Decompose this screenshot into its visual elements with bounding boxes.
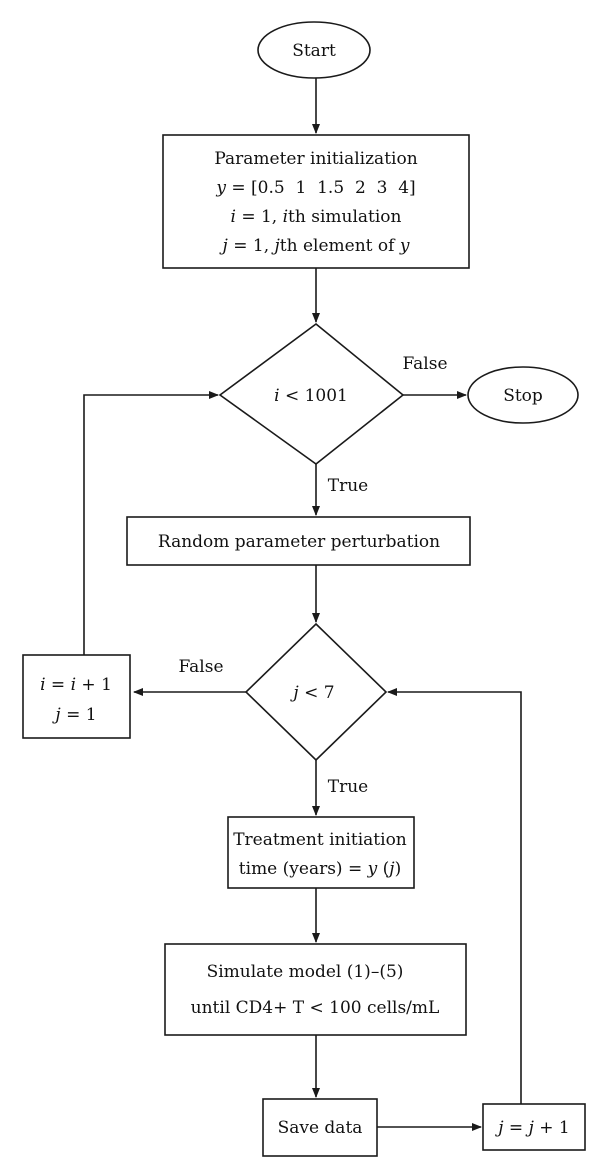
update-i-line: i = i + 1 — [40, 675, 112, 695]
decision-j-label: j < 7 — [289, 683, 334, 703]
decision-i-label: i < 1001 — [274, 386, 348, 406]
edge-increment-to-cond-j — [387, 688, 522, 1104]
start-label: Start — [292, 41, 336, 61]
treatment-line-1: Treatment initiation — [233, 830, 407, 850]
save-data-box: Save data — [262, 1098, 378, 1157]
treatment-line-2: time (years) = y (j) — [239, 859, 401, 879]
update-j-line: j = 1 — [51, 705, 96, 725]
edge-label-i-true: True — [328, 476, 368, 496]
perturbation-label: Random parameter perturbation — [158, 532, 440, 552]
perturbation-box: Random parameter perturbation — [126, 516, 471, 566]
param-init-y-line: y = [0.5 1 1.5 2 3 4] — [215, 178, 415, 198]
edge-label-j-false: False — [179, 657, 224, 677]
stop-label: Stop — [503, 386, 543, 406]
simulate-line-2: until CD4+ T < 100 cells/mL — [191, 998, 440, 1018]
param-init-j-line: j = 1, jth element of y — [219, 236, 410, 256]
param-init-i-line: i = 1, ith simulation — [230, 207, 401, 227]
connectors — [83, 78, 522, 1131]
stop-node: Stop — [467, 366, 579, 424]
edge-update-to-cond-i — [83, 391, 219, 655]
edge-label-j-true: True — [328, 777, 368, 797]
simulate-line-1: Simulate model (1)–(5) — [207, 962, 404, 982]
parameter-initialization-box: Parameter initialization y = [0.5 1 1.5 … — [162, 134, 470, 269]
treatment-initiation-box: Treatment initiation time (years) = y (j… — [227, 816, 415, 889]
start-node: Start — [257, 21, 371, 79]
simulate-model-box: Simulate model (1)–(5) until CD4+ T < 10… — [164, 943, 467, 1036]
decision-j-diamond: j < 7 — [244, 622, 388, 762]
increment-j-box: j = j + 1 — [482, 1103, 586, 1151]
decision-i-diamond: i < 1001 — [218, 322, 405, 466]
save-data-label: Save data — [278, 1118, 363, 1138]
increment-j-label: j = j + 1 — [494, 1118, 570, 1138]
param-init-title: Parameter initialization — [214, 149, 417, 169]
edge-label-i-false: False — [403, 354, 448, 374]
update-ij-box: i = i + 1 j = 1 — [22, 654, 131, 739]
